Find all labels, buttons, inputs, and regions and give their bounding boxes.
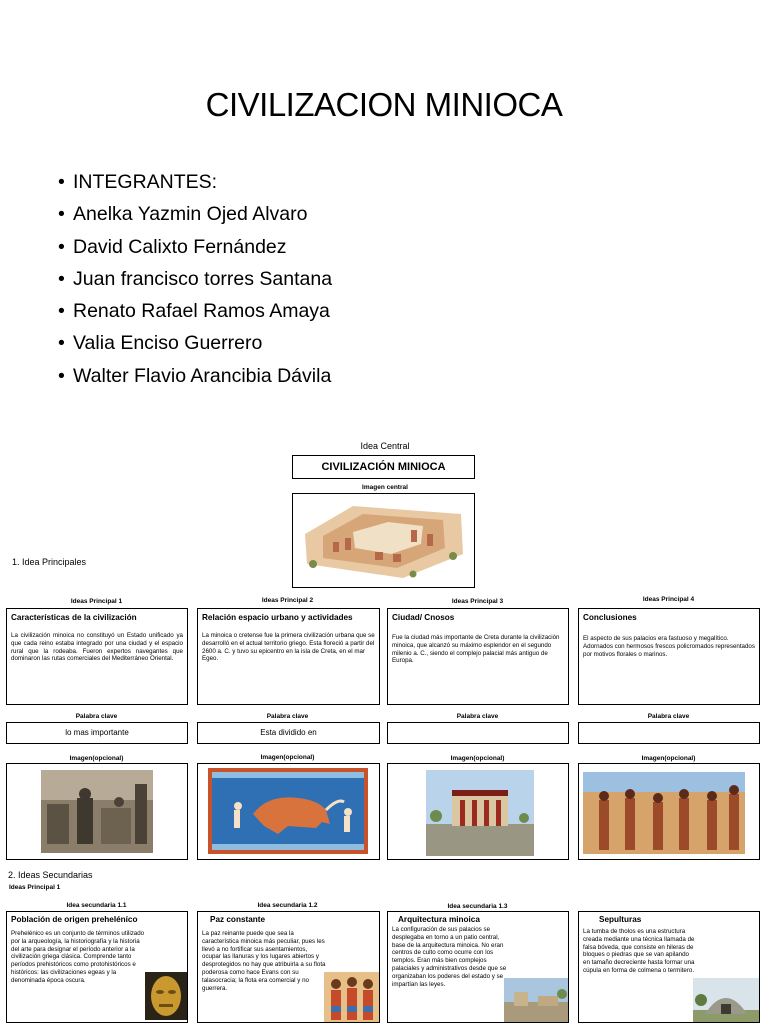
secondary-label-1: Idea secundaria 1.1 [66,902,127,909]
keyword-box-4 [578,722,760,744]
gold-mask-image [145,972,187,1020]
fresco-procession [583,772,745,854]
keyword-label-3: Palabra clave [456,713,499,720]
image-box-3 [387,763,569,860]
principal-text: Fue la ciudad más importante de Creta du… [392,634,560,665]
palace-illustration [293,494,474,587]
bull-fresco [208,768,368,854]
secondary-heading: Sepulturas [599,915,642,924]
section-secondary-sub-label: Ideas Principal 1 [9,884,61,891]
image-box-1 [6,763,188,860]
principal-idea-4: Conclusiones El aspecto de sus palacios … [578,608,760,705]
member-item: Walter Flavio Arancibia Dávila [58,362,332,394]
principal-text: El aspecto de sus palacios era fastuoso … [583,635,755,658]
principal-heading: Conclusiones [583,613,637,622]
keyword-label-1: Palabra clave [75,713,118,720]
principal-label-2: Ideas Principal 2 [261,597,314,604]
section-main-ideas-label: 1. Idea Principales [12,557,87,567]
image-label-2: Imagen(opcional) [260,754,315,761]
principal-text: La civilización minoica no constituyó un… [11,632,183,663]
image-label-1: Imagen(opcional) [69,755,124,762]
ruins-image [504,978,568,1022]
member-item: Juan francisco torres Santana [58,265,332,297]
secondary-text: La paz reinante puede que sea la caracte… [202,930,326,992]
keyword-label-4: Palabra clave [647,713,690,720]
section-secondary-ideas-label: 2. Ideas Secundarias [8,870,93,880]
secondary-text: La tumba de tholos es una estructura cre… [583,928,695,974]
central-idea-label: Idea Central [360,441,410,451]
member-item: David Calixto Fernández [58,233,332,265]
secondary-text: La configuración de sus palacios se desp… [392,926,507,988]
central-image-frame [292,493,475,588]
keyword-box-1: lo mas importante [6,722,188,744]
central-idea-title: CIVILIZACIÓN MINIOCA [292,455,475,479]
image-label-3: Imagen(opcional) [450,755,505,762]
principal-heading: Relación espacio urbano y actividades [202,613,353,622]
central-image-label: Imagen central [362,484,408,491]
page-title: CIVILIZACION MINIOCA [205,86,563,123]
secondary-idea-4: Sepulturas La tumba de tholos es una est… [578,911,760,1023]
archive-photo [41,770,153,853]
ladies-fresco-image [324,972,379,1022]
keyword-box-2: Esta dividido en [197,722,380,744]
member-item: Valia Enciso Guerrero [58,329,332,361]
image-box-4 [578,763,760,860]
tholos-tomb-image [693,978,759,1022]
keyword-label-2: Palabra clave [266,713,309,720]
secondary-heading: Población de origen preheléníco [11,915,138,924]
principal-label-4: Ideas Principal 4 [642,596,695,603]
secondary-idea-3: Arquitectura minoica La configuración de… [387,911,569,1023]
secondary-label-2: Idea secundaria 1.2 [257,902,318,909]
secondary-heading: Arquitectura minoica [398,915,480,924]
member-item: Anelka Yazmin Ojed Alvaro [58,200,332,232]
keyword-box-3 [387,722,569,744]
secondary-idea-1: Población de origen preheléníco Prehelén… [6,911,188,1023]
member-item: Renato Rafael Ramos Amaya [58,297,332,329]
secondary-text: Prehelénico es un conjunto de términos u… [11,930,145,984]
principal-label-1: Ideas Principal 1 [70,598,123,605]
principal-heading: Características de la civilización [11,613,137,622]
knossos-ruins-photo [426,770,534,856]
secondary-heading: Paz constante [210,915,266,924]
members-list: INTEGRANTES: Anelka Yazmin Ojed Alvaro D… [58,168,332,394]
secondary-idea-2: Paz constante La paz reinante puede que … [197,911,380,1023]
principal-idea-2: Relación espacio urbano y actividades La… [197,608,380,705]
secondary-label-3: Idea secundaria 1.3 [447,903,508,910]
members-heading: INTEGRANTES: [58,168,332,200]
principal-idea-3: Ciudad/ Cnosos Fue la ciudad más importa… [387,608,569,705]
image-box-2 [197,763,380,860]
principal-idea-1: Características de la civilización La ci… [6,608,188,705]
principal-text: La minoica o cretense fue la primera civ… [202,632,375,663]
principal-heading: Ciudad/ Cnosos [392,613,455,622]
principal-label-3: Ideas Principal 3 [451,598,504,605]
image-label-4: Imagen(opcional) [641,755,696,762]
